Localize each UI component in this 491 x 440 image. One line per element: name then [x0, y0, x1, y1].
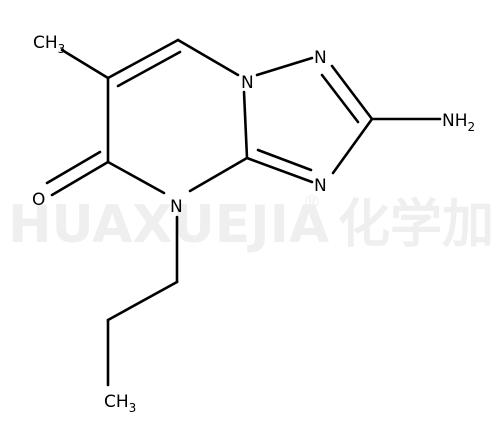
- n3-label: N: [314, 176, 327, 196]
- n2-label: N: [314, 48, 327, 68]
- bond-c8a-n4: [188, 156, 249, 193]
- amino-label: NH2: [442, 111, 475, 134]
- bond-n1-c8a: [242, 90, 249, 160]
- bond-n2-c2: [330, 64, 374, 121]
- bond-c5-o: [50, 160, 110, 197]
- watermark-registered-mark: ®: [303, 192, 321, 213]
- methyl-bottom-label: CH3: [104, 392, 136, 415]
- bond-n4-c5: [106, 160, 166, 195]
- watermark-latin: HUAXUEJIA: [8, 195, 329, 255]
- n1-label: N: [241, 73, 254, 93]
- bond-n1-n2: [255, 56, 314, 77]
- bond-n2-c2-double: [320, 73, 360, 124]
- bond-n3-c8a: [245, 156, 314, 184]
- bond-methyl-c6: [60, 48, 110, 80]
- oxygen-label: O: [32, 190, 45, 210]
- bond-ca-cb: [106, 280, 179, 322]
- bond-c2-n3: [331, 117, 374, 175]
- watermark-cjk: 化学加: [338, 195, 491, 255]
- bond-c7-n1: [176, 38, 240, 77]
- bond-c5-o-double: [45, 150, 102, 185]
- bond-n3-c8a-double: [256, 148, 313, 172]
- methyl-top-label: CH3: [33, 33, 65, 56]
- bond-c6-c7: [106, 38, 180, 80]
- atom-labels: CH3 N N NH2 N N O CH3: [32, 33, 475, 415]
- n4-label: N: [170, 197, 183, 217]
- bond-c6-c7-double: [116, 50, 182, 88]
- watermark: HUAXUEJIA ® 化学加: [8, 192, 491, 255]
- bonds: [45, 38, 442, 387]
